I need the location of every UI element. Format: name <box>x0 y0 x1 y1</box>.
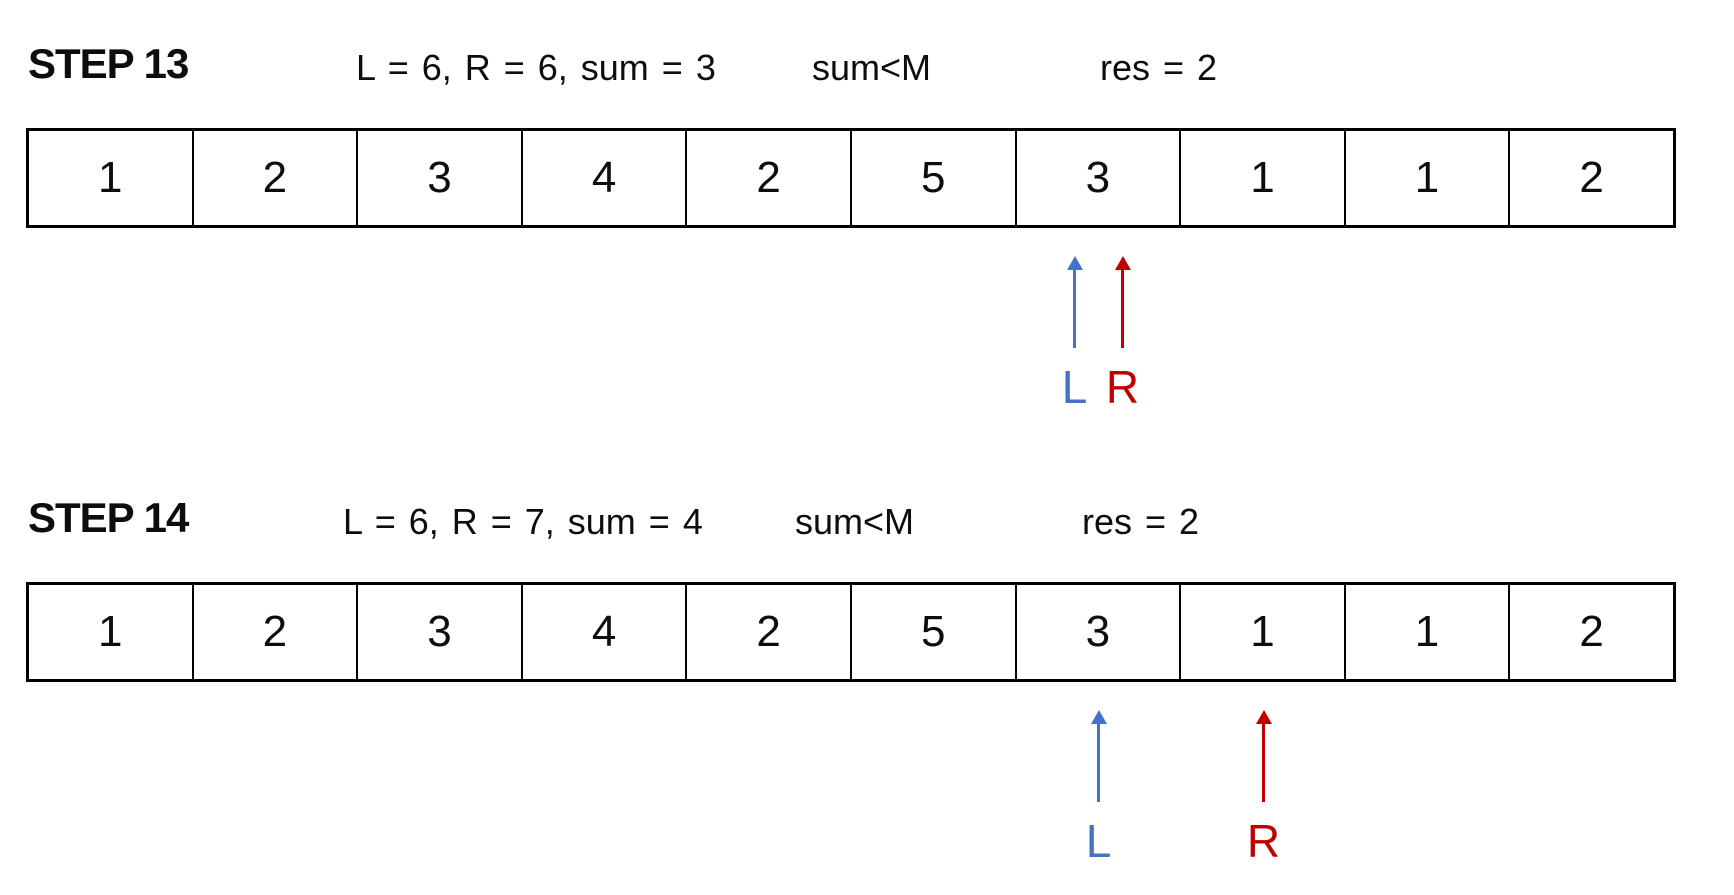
array-cell: 4 <box>523 585 688 679</box>
array-cell: 2 <box>194 131 359 225</box>
right-pointer: R <box>1234 710 1294 864</box>
array-cell: 3 <box>358 131 523 225</box>
array-cell: 2 <box>1579 607 1604 656</box>
left-arrow-icon <box>1097 724 1100 802</box>
array-cell: 2 <box>687 585 852 679</box>
result-text: res = 2 <box>1100 47 1218 88</box>
step-title: STEP 14 <box>28 494 189 541</box>
step-14-section: STEP 14 L = 6, R = 7, sum = 4 sum<M res … <box>0 454 1734 895</box>
pointer-state-text: L = 6, R = 6, sum = 3 <box>356 47 716 88</box>
step-13-section: STEP 13 L = 6, R = 6, sum = 3 sum<M res … <box>0 0 1734 454</box>
array-cell: 1 <box>1181 131 1346 225</box>
left-pointer-label: L <box>1061 361 1088 413</box>
result-text: res = 2 <box>1082 501 1200 542</box>
right-arrow-icon <box>1262 724 1265 802</box>
left-arrow-icon <box>1073 270 1076 348</box>
right-pointer-label: R <box>1246 815 1281 867</box>
right-arrow-icon <box>1121 270 1124 348</box>
right-pointer: R <box>1093 256 1153 410</box>
array-cell: 2 <box>687 131 852 225</box>
array-cell: 1 <box>1181 585 1346 679</box>
array-cell: 2 <box>194 585 359 679</box>
array-cell: 1 <box>1346 585 1511 679</box>
array-cell: 2 <box>1579 153 1604 202</box>
array-cell: 3 <box>1017 131 1182 225</box>
array-cell: 1 <box>29 131 194 225</box>
pointer-state-text: L = 6, R = 7, sum = 4 <box>343 501 703 542</box>
array-cell: 4 <box>523 131 688 225</box>
array-cell: 3 <box>1017 585 1182 679</box>
condition-text: sum<M <box>795 501 915 542</box>
array-cell: 5 <box>852 585 1017 679</box>
array-cell: 3 <box>358 585 523 679</box>
left-pointer: L <box>1069 710 1129 864</box>
array-cell: 1 <box>1346 131 1511 225</box>
right-pointer-label: R <box>1105 361 1140 413</box>
array-cell: 1 <box>29 585 194 679</box>
left-pointer: L <box>1045 256 1105 410</box>
condition-text: sum<M <box>812 47 932 88</box>
step-title: STEP 13 <box>28 40 189 87</box>
left-pointer-label: L <box>1085 815 1112 867</box>
array-cell: 5 <box>852 131 1017 225</box>
